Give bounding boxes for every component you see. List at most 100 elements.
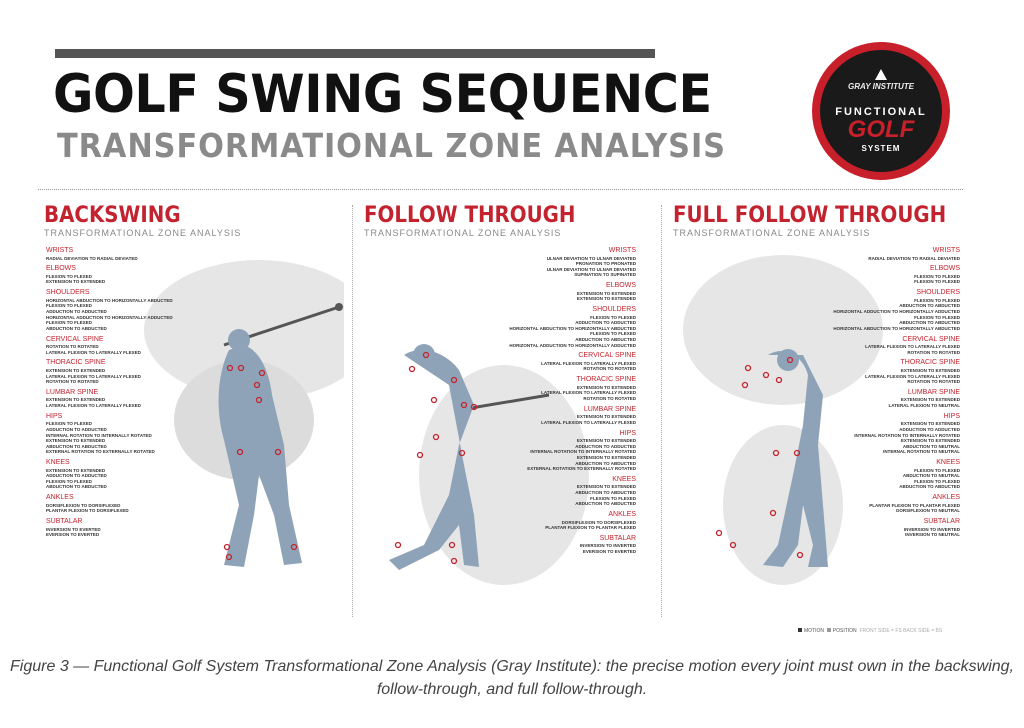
joint-motion-line: LATERAL FLEXION TO LATERALLY FLEXED xyxy=(541,419,636,425)
joint-label: SHOULDERS xyxy=(916,289,960,297)
joint-motion-line: INVERSION TO INVERTED xyxy=(579,543,636,549)
joint-motion-line: FLEXION TO FLEXED xyxy=(46,478,92,484)
joint-label: CERVICAL SPINE xyxy=(46,335,104,343)
joint-motion-line: INTERNAL ROTATION TO INTERNALLY ROTATED xyxy=(530,449,636,455)
joint-motion-line: PLANTAR FLEXION TO PLANTAR FLEXED xyxy=(545,525,636,531)
joint-motion-line: INTERNAL ROTATION TO INTERNALLY ROTATED xyxy=(46,432,152,438)
joint-motion-line: ABDUCTION TO NEUTRAL xyxy=(902,473,960,479)
joint-motion-line: ABDUCTION TO ABDUCTED xyxy=(899,303,960,309)
joint-motion-line: ABDUCTION TO ABDUCTED xyxy=(899,320,960,326)
joint-label: SHOULDERS xyxy=(46,289,90,297)
joint-markers xyxy=(394,351,478,565)
figure-caption: Figure 3 — Functional Golf System Transf… xyxy=(10,658,1014,698)
joint-label: ANKLES xyxy=(46,494,74,502)
joint-motion-line: INTERNAL ROTATION TO INTERNALLY ROTATED xyxy=(854,432,960,438)
joint-motion-line: HORIZONTAL ADDUCTION TO HORIZONTALLY ADD… xyxy=(46,314,173,320)
joint-motion-line: ADDUCTION TO ADDUCTED xyxy=(46,308,107,314)
logo-line-system: SYSTEM xyxy=(861,144,901,153)
joint-motion-line: EXTENSION TO EXTENDED xyxy=(900,397,960,403)
joint-motion-line: FLEXION TO FLEXED xyxy=(46,421,92,427)
joint-motion-line: PLANTAR FLEXION TO DORSIFLEXED xyxy=(46,508,129,514)
joint-motion-line: PRONATION TO PRONATED xyxy=(575,261,636,267)
joint-motion-line: FLEXION TO FLEXED xyxy=(914,279,960,285)
joint-motion-line: LATERAL FLEXION TO LATERALLY FLEXED xyxy=(46,373,141,379)
joint-motion-line: ADDUCTION TO ADDUCTED xyxy=(46,426,107,432)
joint-motion-line: SUPINATION TO SUPINATED xyxy=(574,272,636,278)
title-bar xyxy=(55,49,655,58)
joint-motion-line: LATERAL FLEXION TO LATERALLY FLEXED xyxy=(541,390,636,396)
logo-line-golf: GOLF xyxy=(847,116,915,143)
joint-label: LUMBAR SPINE xyxy=(46,388,99,396)
joint-motion-line: RADIAL DEVIATION TO RADIAL DEVIATED xyxy=(868,255,960,261)
joint-label: SHOULDERS xyxy=(592,306,636,313)
joint-motion-line: EXTENSION TO EXTENDED xyxy=(46,279,106,285)
legend-note: FRONT SIDE = FS BACK SIDE = BS xyxy=(859,628,943,634)
joint-motion-line: ABDUCTION TO ABDUCTED xyxy=(46,484,107,490)
joint-motion-line: EVERSION TO EVERTED xyxy=(46,532,100,538)
joint-label: WRISTS xyxy=(46,247,74,254)
joint-label: ANKLES xyxy=(932,494,960,502)
joint-motion-line: ABDUCTION TO ABDUCTED xyxy=(46,325,107,331)
joint-motion-line: ABDUCTION TO ABDUCTED xyxy=(575,501,636,507)
joint-motion-line: ROTATION TO ROTATED xyxy=(583,395,636,401)
swing-arc-shadow xyxy=(419,365,589,585)
joint-label: ELBOWS xyxy=(606,282,636,290)
swing-arc-shadow xyxy=(683,255,883,405)
joint-motion-line: INVERSION TO INVERTED xyxy=(903,526,960,532)
joint-label: WRISTS xyxy=(608,247,636,254)
joint-markers xyxy=(223,364,298,561)
joint-motion-line: ROTATION TO ROTATED xyxy=(46,379,99,385)
legend-motion: MOTION xyxy=(804,628,824,634)
joint-motion-line: EXTENSION TO EXTENDED xyxy=(576,384,636,390)
joint-motion-line: DORSIFLEXION TO NEUTRAL xyxy=(896,508,960,514)
panel-backswing: BACKSWING TRANSFORMATIONAL ZONE ANALYSIS xyxy=(44,203,344,623)
joint-label: THORACIC SPINE xyxy=(46,359,106,367)
joint-motion-line: DORSIFLEXION TO DORSIFLEXED xyxy=(46,502,121,508)
follow-through-figure xyxy=(389,344,589,585)
page-title: GOLF SWING SEQUENCE xyxy=(53,64,712,125)
joint-motion-line: FLEXION TO FLEXED xyxy=(590,314,636,320)
logo-brand: GRAY INSTITUTE xyxy=(848,82,914,91)
joint-label: LUMBAR SPINE xyxy=(583,405,636,413)
club-shaft xyxy=(458,393,550,412)
joint-motion-line: ADDUCTION TO ADDUCTED xyxy=(575,320,636,326)
joint-motion-line: FLEXION TO FLEXED xyxy=(46,320,92,326)
joint-label: KNEES xyxy=(612,475,636,483)
joint-label: SUBTALAR xyxy=(923,518,960,526)
joint-markers xyxy=(715,356,804,559)
golfer-silhouette xyxy=(389,350,479,570)
joint-motion-line: ABDUCTION TO ABDUCTED xyxy=(575,336,636,342)
panel-title: BACKSWING xyxy=(44,203,181,228)
joint-motion-line: HORIZONTAL ABDUCTION TO HORIZONTALLY ABD… xyxy=(509,325,636,331)
legend-position: POSITION xyxy=(832,628,857,634)
backswing-figure xyxy=(144,260,344,567)
joint-label: KNEES xyxy=(46,459,70,467)
club-head xyxy=(335,303,343,311)
joint-motion-line: ROTATION TO ROTATED xyxy=(46,344,99,349)
golfer-head xyxy=(228,329,250,351)
joint-motion-line: EXTENSION TO EXTENDED xyxy=(900,367,960,373)
joint-motion-line: INVERSION TO NEUTRAL xyxy=(905,532,960,538)
panel-follow-through: FOLLOW THROUGH TRANSFORMATIONAL ZONE ANA… xyxy=(364,203,654,623)
swing-arc-shadow xyxy=(144,260,344,400)
panel-divider xyxy=(352,205,353,617)
joint-motion-line: EXTENSION TO EXTENDED xyxy=(900,438,960,444)
joint-motion-line: RADIAL DEVIATION TO RADIAL DEVIATED xyxy=(46,255,138,261)
joint-motion-line: EXTENSION TO EXTENDED xyxy=(576,296,636,302)
logo-line-functional: FUNCTIONAL xyxy=(835,106,927,118)
joint-motion-line: LATERAL FLEXION TO LATERALLY FLEXED xyxy=(865,373,960,379)
joint-motion-line: EXTENSION TO EXTENDED xyxy=(576,414,636,420)
joint-motion-line: EXTERNAL ROTATION TO EXTERNALLY ROTATED xyxy=(527,466,636,472)
joint-motion-line: HORIZONTAL ADDUCTION TO HORIZONTALLY ADD… xyxy=(833,308,960,314)
joint-motion-line: FLEXION TO FLEXED xyxy=(590,331,636,337)
joint-motion-line: LATERAL FLEXION TO LATERALLY FLEXED xyxy=(865,344,960,349)
joint-label: CERVICAL SPINE xyxy=(578,352,636,360)
joint-motion-line: DORSIFLEXION TO DORSIFLEXED xyxy=(561,519,636,525)
logo-triangle-icon xyxy=(875,69,887,80)
joint-motion-line: ROTATION TO ROTATED xyxy=(583,366,636,372)
joint-label: HIPS xyxy=(46,412,63,420)
joint-motion-line: LATERAL FLEXION TO LATERALLY FLEXED xyxy=(46,349,141,355)
joint-motion-line: ABDUCTION TO ABDUCTED xyxy=(899,484,960,490)
joint-motion-line: INVERSION TO EVERTED xyxy=(46,526,101,532)
panel-subtitle: TRANSFORMATIONAL ZONE ANALYSIS xyxy=(673,228,871,238)
